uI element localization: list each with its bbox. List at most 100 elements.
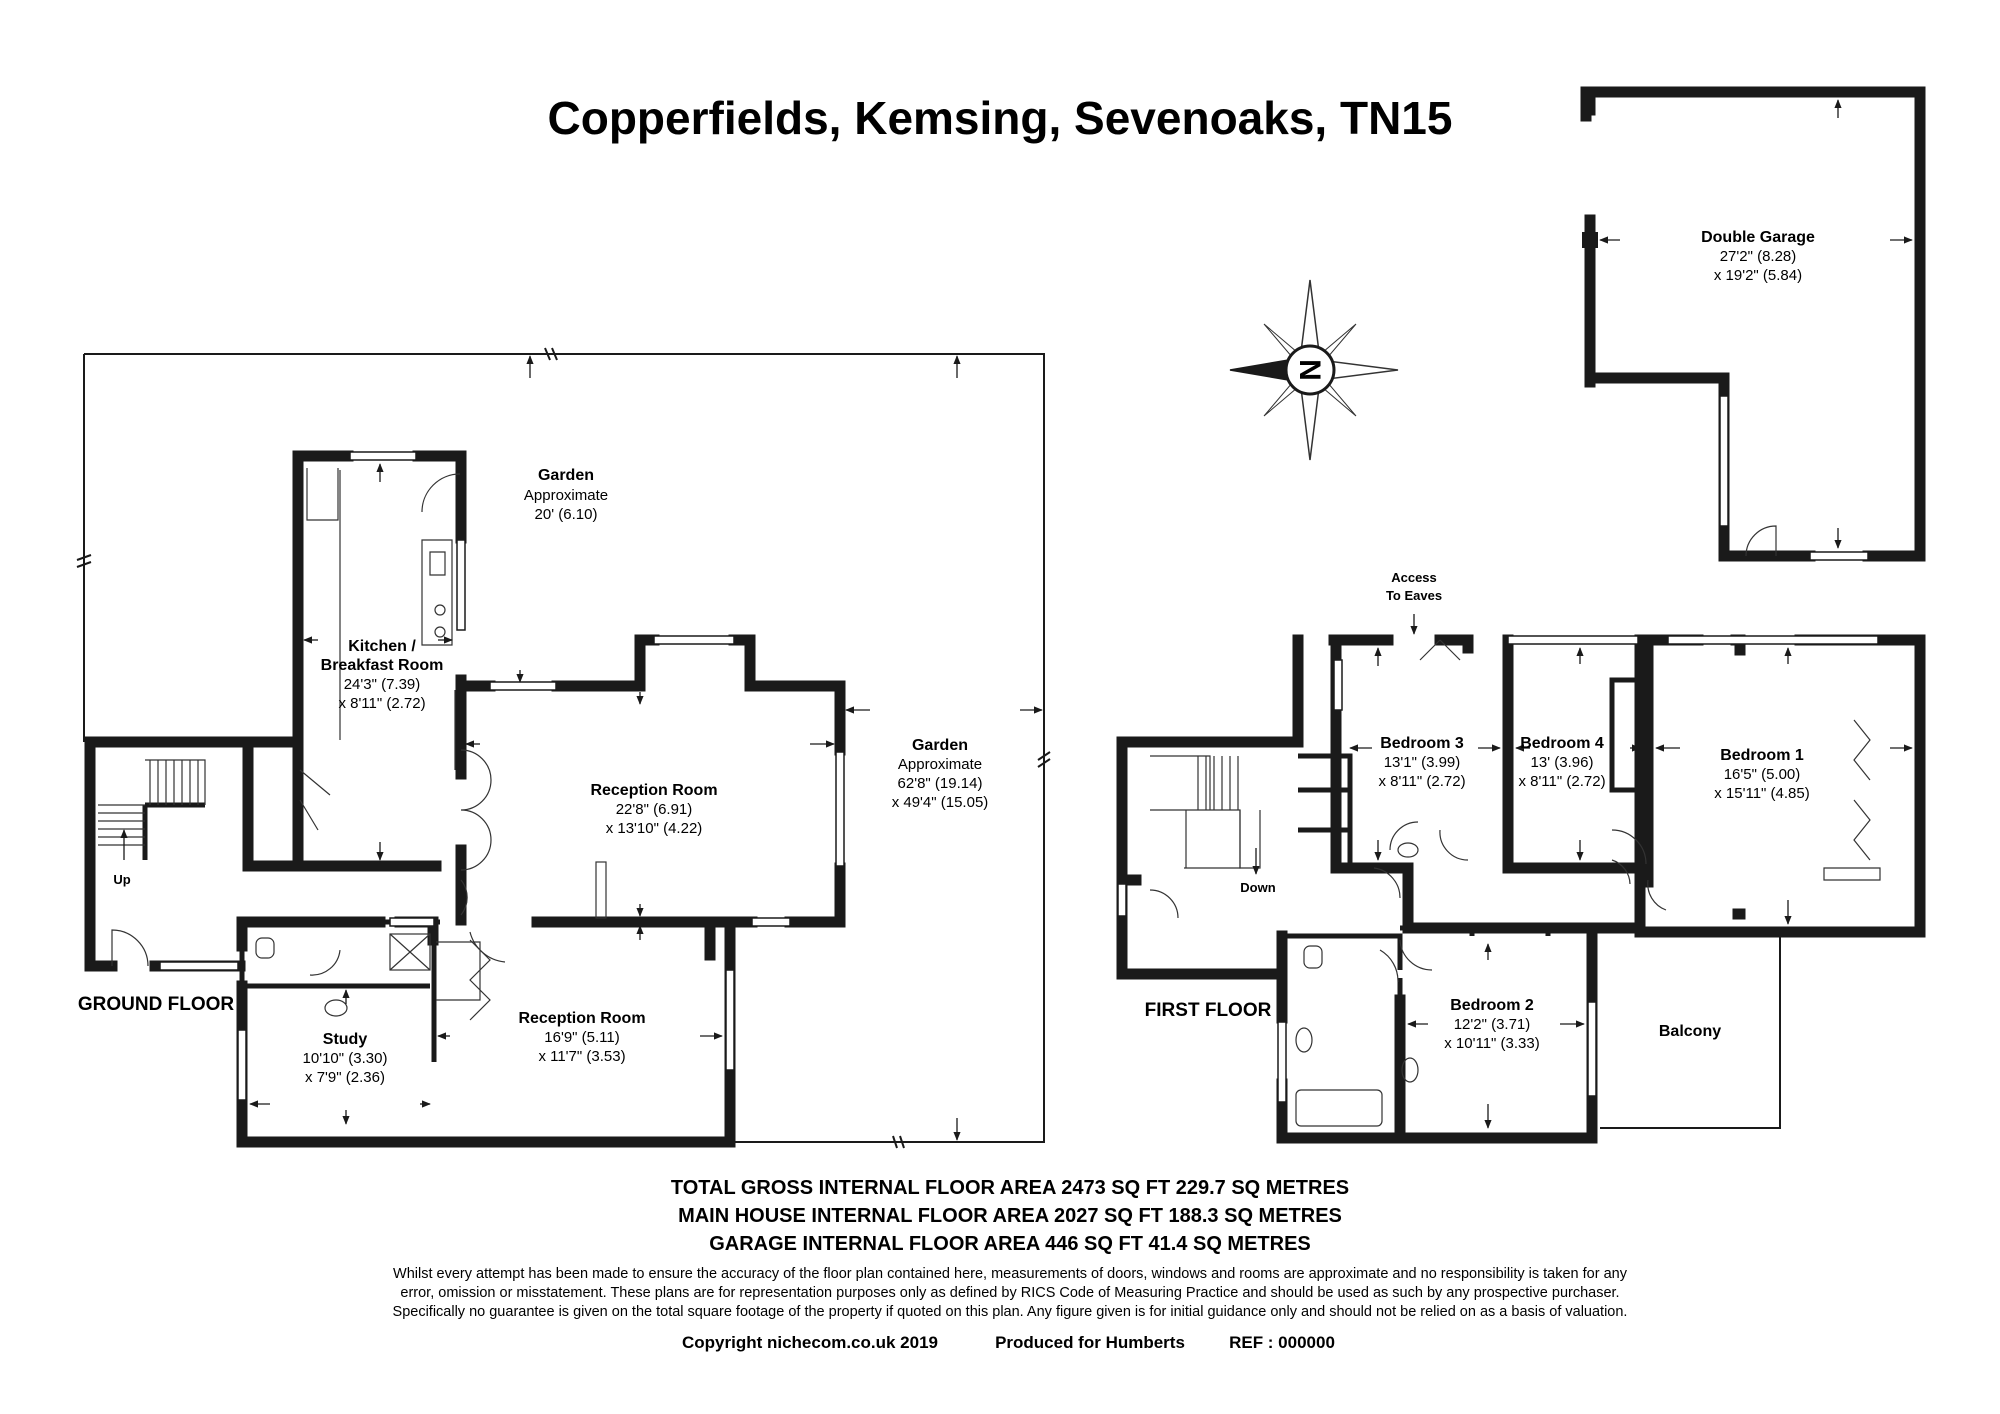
basin-icon [324,999,348,1017]
first-wc-icon [1303,945,1323,969]
kitchen-name-2: Breakfast Room [321,657,444,674]
bed2-basin-icon [1401,1057,1419,1083]
bedroom3-name: Bedroom 3 [1380,735,1464,752]
bedroom1-l2: x 15'11" (4.85) [1714,785,1809,802]
kitchen-window [349,451,417,461]
bedroom3-l1: 13'1" (3.99) [1384,754,1461,771]
compass-rose-icon: N [1229,279,1399,461]
reception1-name: Reception Room [590,782,717,799]
ground-doors [111,473,506,976]
area-main-house: MAIN HOUSE INTERNAL FLOOR AREA 2027 SQ F… [678,1205,1342,1227]
reception-side-window [835,751,845,867]
garage-side-window [1719,395,1729,527]
first-floor: Access To Eaves Bedroom 3 13'1" (3.99) x… [1116,570,1926,1144]
area-garage: GARAGE INTERNAL FLOOR AREA 446 SQ FT 41.… [709,1233,1311,1255]
reception2-l1: 16'9" (5.11) [544,1029,619,1046]
bed1-window [1667,635,1879,645]
garden-right-l2: 62'8" (19.14) [898,775,983,792]
reception2-window [725,969,735,1071]
first-basin-icon [1295,1027,1313,1053]
bath-icon [1295,1089,1383,1127]
ground-dimension-arrows [249,355,1043,1141]
reception2-l2: x 11'7" (3.53) [538,1048,625,1065]
study-l1: 10'10" (3.30) [303,1050,388,1067]
plan-title: Copperfields, Kemsing, Sevenoaks, TN15 [548,92,1453,144]
kitchen-side-window [456,539,466,631]
ground-floor: Garden Approximate 20' (6.10) Garden App… [76,347,1051,1149]
study-l2: x 7'9" (2.36) [305,1069,385,1086]
bedroom2-name: Bedroom 2 [1450,997,1534,1014]
stairs-up-label: Up [113,872,130,887]
first-floor-label: FIRST FLOOR [1145,1000,1272,1021]
study-name: Study [323,1031,368,1048]
garage-door [1745,525,1777,557]
disclaimer-line-3: Specifically no guarantee is given on th… [393,1304,1628,1320]
garage-rear-window [1809,551,1869,561]
bedroom4-l1: 13' (3.96) [1531,754,1594,771]
hob-icon [434,604,446,616]
shower-tray-icon [389,933,431,971]
copyright-text: Copyright nichecom.co.uk 2019 [682,1333,938,1352]
reception1-l1: 22'8" (6.91) [616,801,693,818]
garage-post [1582,232,1598,248]
garden-boundary [83,353,1045,1143]
bed4-window [1507,635,1639,645]
garden-top-l1: Approximate [524,487,608,504]
garage-l1: 27'2" (8.28) [1720,248,1797,265]
ground-stairs [98,759,206,860]
first-dimension-arrows [1349,614,1913,1129]
bed3-basin-icon [1397,842,1419,858]
eaves-l1: Access [1391,570,1437,585]
utility-window [389,917,435,927]
landing-window [1117,883,1127,917]
balcony-label: Balcony [1659,1023,1721,1040]
bedroom4-l2: x 8'11" (2.72) [1518,773,1605,790]
bedroom2-l2: x 10'11" (3.33) [1444,1035,1539,1052]
bedroom3-l2: x 8'11" (2.72) [1378,773,1465,790]
compass-letter: N [1293,359,1326,381]
balcony-outline [1592,931,1781,1129]
garden-right-name: Garden [912,737,968,754]
utility-door [469,939,491,1021]
bedroom1-name: Bedroom 1 [1720,747,1804,764]
reference-text: REF : 000000 [1229,1333,1335,1352]
stairs-down-label: Down [1240,880,1275,895]
reception-rear-window [751,917,791,927]
kitchen-l1: 24'3" (7.39) [344,676,421,693]
bay-window [653,635,735,645]
first-stairs [1150,755,1261,875]
reception2-name: Reception Room [518,1010,645,1027]
garage-l2: x 19'2" (5.84) [1714,267,1802,284]
study-window [237,1029,247,1101]
chimney-breast [595,861,607,919]
reception-window [489,681,557,691]
garden-right-l3: x 49'4" (15.05) [892,794,989,811]
boundary-break-marks [76,347,1051,1149]
garden-right-l1: Approximate [898,756,982,773]
disclaimer-line-1: Whilst every attempt has been made to en… [393,1266,1628,1282]
garage-floor: Double Garage 27'2" (8.28) x 19'2" (5.84… [1580,86,1926,562]
bedroom1-l1: 16'5" (5.00) [1724,766,1801,783]
bed3-window [1333,659,1343,711]
produced-for-text: Produced for Humberts [995,1333,1185,1352]
hall-window [159,961,239,971]
bedroom4-name: Bedroom 4 [1520,735,1604,752]
area-total: TOTAL GROSS INTERNAL FLOOR AREA 2473 SQ … [671,1177,1349,1199]
kitchen-l2: x 8'11" (2.72) [338,695,425,712]
kitchen-name-1: Kitchen / [348,638,416,655]
garden-top-name: Garden [538,467,594,484]
reception1-l2: x 13'10" (4.22) [606,820,703,837]
bathroom-window [1277,1021,1287,1103]
bedroom2-l1: 12'2" (3.71) [1454,1016,1531,1033]
wc-icon [255,937,275,959]
bed2-window [1587,1001,1597,1097]
disclaimer-line-2: error, omission or misstatement. These p… [400,1285,1619,1301]
kitchen-units [306,468,453,646]
ground-floor-label: GROUND FLOOR [78,994,234,1015]
garage-name: Double Garage [1701,229,1815,246]
first-floor-doors [1149,639,1871,983]
eaves-l2: To Eaves [1386,588,1442,603]
house-walls [84,450,846,1148]
garden-top-l2: 20' (6.10) [535,506,598,523]
